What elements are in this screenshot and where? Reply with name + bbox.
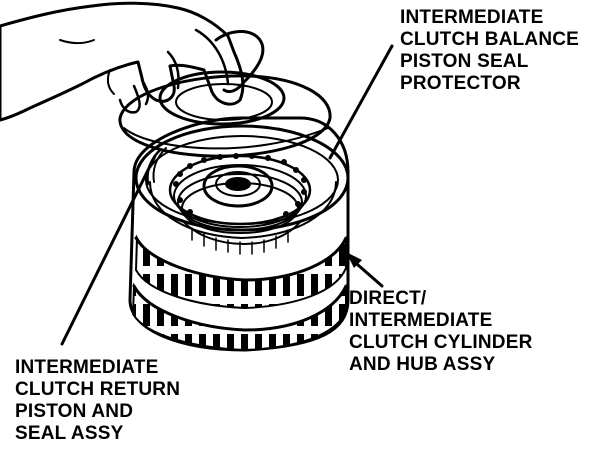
upper-spline-band — [134, 234, 347, 310]
callout-balance-protector: INTERMEDIATE CLUTCH BALANCE PISTON SEAL … — [400, 7, 585, 94]
seal-protector-ring — [118, 70, 332, 158]
callout-line: SEAL ASSY — [15, 423, 124, 444]
callout-line: INTERMEDIATE — [349, 310, 493, 331]
callout-line: PISTON AND — [15, 401, 133, 422]
leader-line-balance-protector — [328, 44, 394, 160]
callout-return-piston: INTERMEDIATE CLUTCH RETURN PISTON AND SE… — [15, 357, 186, 444]
leader-line-return-piston — [60, 154, 157, 346]
hand-illustration — [0, 1, 265, 122]
leader-line-cylinder-hub — [346, 252, 384, 288]
callout-line: AND HUB ASSY — [349, 354, 495, 375]
callout-line: CLUTCH RETURN — [15, 379, 180, 400]
callout-line: CLUTCH BALANCE — [400, 29, 579, 50]
callout-line: CLUTCH CYLINDER — [349, 332, 533, 353]
callout-cylinder-hub: DIRECT/ INTERMEDIATE CLUTCH CYLINDER AND… — [349, 288, 538, 375]
callout-line: PISTON SEAL — [400, 51, 529, 72]
clutch-cylinder-drum — [128, 116, 350, 352]
callout-line: INTERMEDIATE — [400, 7, 544, 28]
callout-line: INTERMEDIATE — [15, 357, 159, 378]
callout-line: PROTECTOR — [400, 73, 521, 94]
callout-line: DIRECT/ — [349, 288, 427, 309]
